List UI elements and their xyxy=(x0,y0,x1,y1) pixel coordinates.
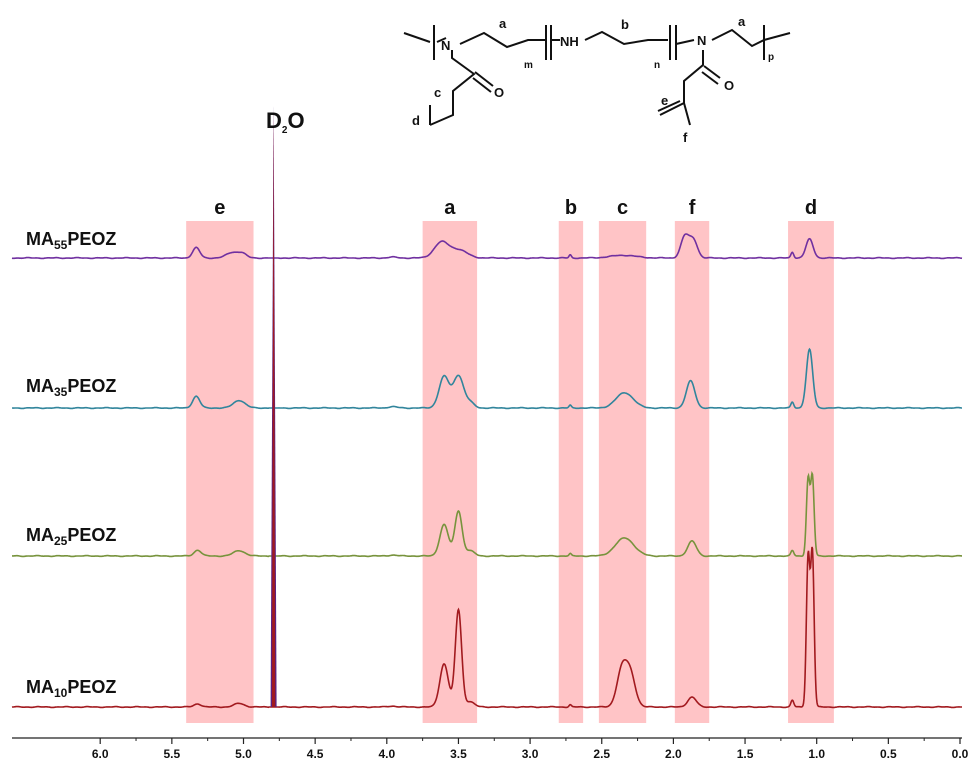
series-labels: MA55PEOZ MA35PEOZ MA25PEOZ MA10PEOZ xyxy=(26,229,116,700)
spectrum-traces xyxy=(11,233,963,709)
struct-label-e: e xyxy=(661,93,668,108)
carbonyl xyxy=(703,65,721,79)
series-trace-MA35PEOZ xyxy=(12,347,962,410)
x-tick-label: 6.0 xyxy=(92,747,109,761)
bond xyxy=(584,30,668,46)
x-tick-label: 1.0 xyxy=(808,747,825,761)
struct-label-a2: a xyxy=(738,14,746,29)
carbonyl xyxy=(701,71,719,85)
bond xyxy=(763,32,791,41)
series-trace-MA10PEOZ xyxy=(11,546,962,709)
bond xyxy=(459,31,546,49)
bond xyxy=(429,50,476,126)
x-tick-label: 3.5 xyxy=(450,747,467,761)
x-tick-label: 4.0 xyxy=(378,747,395,761)
highlight-region-e xyxy=(186,221,254,723)
solvent-label: D2O xyxy=(266,108,305,136)
atom-n-1: N xyxy=(441,38,450,53)
struct-label-a1: a xyxy=(499,16,507,31)
subscript-m: m xyxy=(524,60,533,71)
bond xyxy=(403,32,431,43)
peak-label-d: d xyxy=(805,197,817,219)
x-tick-label: 1.5 xyxy=(737,747,754,761)
x-tick-label: 0.0 xyxy=(952,747,969,761)
vinyl-double xyxy=(657,100,681,112)
highlight-region-f xyxy=(674,221,710,723)
peak-label-e: e xyxy=(214,197,225,219)
x-tick-label: 0.5 xyxy=(880,747,897,761)
atom-o-2: O xyxy=(724,78,734,93)
highlight-region-b xyxy=(558,221,584,723)
bond xyxy=(711,28,765,48)
x-tick-label: 5.0 xyxy=(235,747,252,761)
bond xyxy=(675,39,695,45)
bond xyxy=(659,50,704,116)
subscript-p: p xyxy=(768,52,774,63)
highlight-region-c xyxy=(598,221,647,723)
bond xyxy=(436,37,447,43)
x-tick-label: 3.0 xyxy=(522,747,539,761)
atom-nh: NH xyxy=(560,34,579,49)
series-label-MA55PEOZ: MA55PEOZ xyxy=(26,229,116,252)
x-tick-label: 2.5 xyxy=(593,747,610,761)
carbonyl xyxy=(474,71,494,87)
struct-label-d: d xyxy=(412,113,420,128)
x-axis-ticks: 6.0 5.5 5.0 4.5 4.0 3.5 3.0 2.5 2.0 1.5 1.0 0.5 0.0 xyxy=(92,738,969,761)
subscript-n: n xyxy=(654,60,660,71)
x-tick-label: 5.5 xyxy=(164,747,181,761)
peak-label-a: a xyxy=(444,197,456,219)
atom-n-2: N xyxy=(697,33,706,48)
series-label-MA10PEOZ: MA10PEOZ xyxy=(26,677,116,700)
peak-label-f: f xyxy=(689,197,696,219)
struct-label-c: c xyxy=(434,85,441,100)
atom-o-1: O xyxy=(494,85,504,100)
x-tick-label: 2.0 xyxy=(665,747,682,761)
series-trace-MA25PEOZ xyxy=(12,470,962,558)
chemical-structure xyxy=(403,25,791,126)
solvent-peak-inner xyxy=(271,106,276,707)
highlight-region-d xyxy=(788,221,834,723)
highlight-region-a xyxy=(422,221,478,723)
peak-label-c: c xyxy=(617,197,628,219)
series-label-MA25PEOZ: MA25PEOZ xyxy=(26,525,116,548)
struct-label-b: b xyxy=(621,17,629,32)
series-label-MA35PEOZ: MA35PEOZ xyxy=(26,376,116,399)
peak-label-b: b xyxy=(565,197,577,219)
highlight-regions xyxy=(186,221,834,723)
series-trace-MA55PEOZ xyxy=(11,233,963,260)
x-tick-label: 4.5 xyxy=(307,747,324,761)
carbonyl xyxy=(472,77,492,93)
methyl-f xyxy=(683,102,691,126)
solvent-peak xyxy=(270,104,277,707)
struct-label-f: f xyxy=(683,130,688,145)
structure-labels: N NH N O O a b a c d e f m n p xyxy=(412,14,774,145)
